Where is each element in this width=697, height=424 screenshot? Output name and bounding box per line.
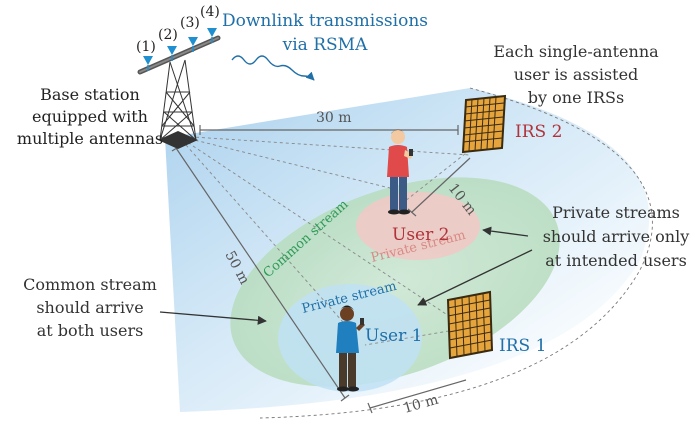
antenna-label-2: (2): [158, 27, 178, 43]
top-note-line2: user is assisted: [514, 65, 639, 84]
common-note-line1: Common stream: [23, 275, 157, 294]
irs2-panel-icon: [461, 94, 507, 154]
bs-label-line2: equipped with: [32, 107, 148, 126]
private-note-line1: Private streams: [552, 203, 680, 222]
tower-base-plate: [158, 131, 198, 149]
bs-label-line3: multiple antennas: [17, 129, 163, 148]
bs-dashed-links: [177, 119, 481, 346]
common-note-line2: should arrive: [36, 298, 143, 317]
antenna-label-1: (1): [136, 39, 156, 55]
common-arrow: [159, 311, 267, 325]
antenna-label-3: (3): [180, 15, 200, 31]
distance-irs1-user1: 10 m: [402, 392, 441, 417]
common-note-line3: at both users: [37, 321, 144, 340]
antenna-3-icon: [188, 37, 198, 46]
antenna-icons: [143, 28, 217, 71]
antenna-2-icon: [167, 46, 177, 55]
private-note-line3: at intended users: [545, 251, 687, 270]
top-note-line1: Each single-antenna: [493, 42, 659, 61]
title-line1: Downlink transmissions: [222, 11, 428, 31]
irs1-panel-icon: [446, 290, 494, 360]
bs-label-line1: Base station: [40, 85, 140, 104]
base-station-tower: [159, 59, 197, 141]
distance-bs-irs2: 30 m: [316, 110, 352, 126]
private-arrow-to-user1: [417, 249, 533, 306]
private-arrow-to-user2: [482, 226, 529, 237]
private-note-line2: should arrive only: [543, 227, 690, 246]
irs2-label: IRS 2: [515, 122, 562, 142]
user1-label: User 1: [365, 326, 422, 346]
antenna-1-icon: [143, 56, 153, 65]
irs1-label: IRS 1: [499, 336, 546, 356]
user2-private-ellipse: [356, 192, 480, 260]
antenna-label-4: (4): [200, 4, 220, 20]
user1-person-icon: [336, 305, 365, 392]
top-note-line3: by one IRSs: [528, 88, 624, 107]
distance-lines: [171, 125, 471, 414]
downlink-wave-icon: [231, 55, 315, 81]
user2-person-icon: [387, 129, 413, 215]
antenna-4-icon: [207, 28, 217, 37]
user2-label: User 2: [392, 225, 449, 245]
title-line2: via RSMA: [282, 35, 368, 55]
coverage-arc: [259, 87, 653, 419]
